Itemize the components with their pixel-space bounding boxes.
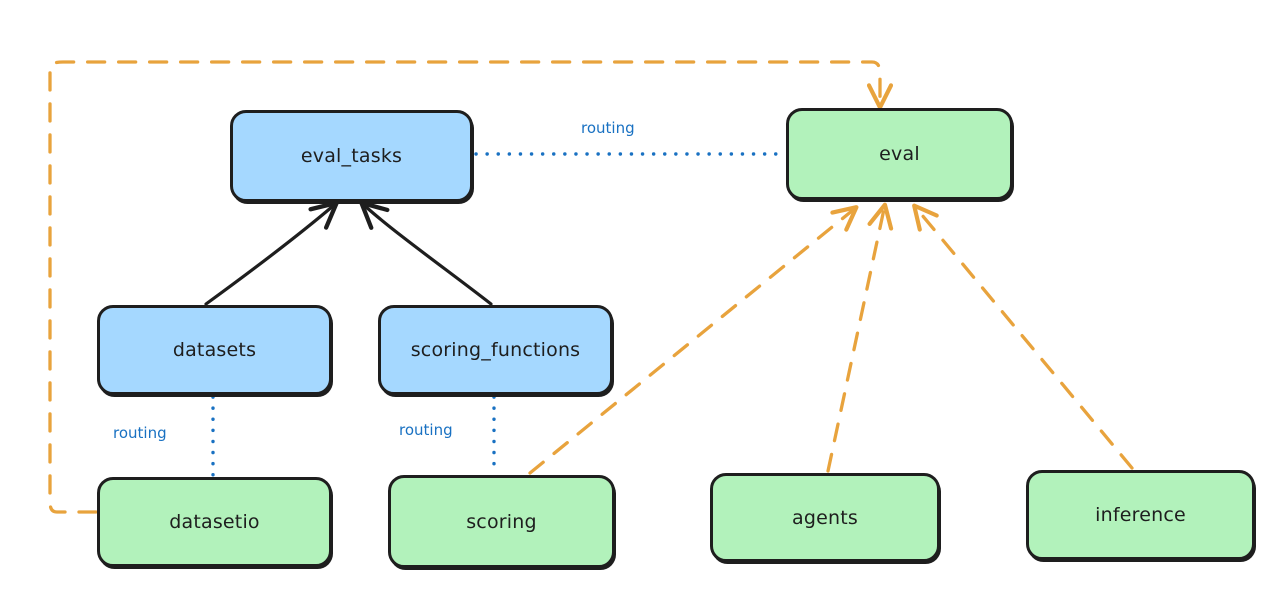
edge-agents-to-eval xyxy=(826,202,894,473)
node-label-inference: inference xyxy=(1095,504,1186,526)
node-eval[interactable]: eval xyxy=(786,108,1013,200)
edge-scoring-functions-to-eval-tasks xyxy=(359,200,493,306)
node-datasetio[interactable]: datasetio xyxy=(97,477,332,567)
node-label-scoring: scoring xyxy=(466,510,537,533)
edge-label-routing-eval-tasks-eval: routing xyxy=(578,119,638,137)
node-inference[interactable]: inference xyxy=(1026,470,1255,560)
node-label-eval-tasks: eval_tasks xyxy=(300,145,403,167)
node-label-scoring-functions: scoring_functions xyxy=(410,339,581,361)
edge-datasets-to-eval-tasks xyxy=(204,200,339,306)
node-label-datasets: datasets xyxy=(172,339,257,361)
node-eval-tasks[interactable]: eval_tasks xyxy=(230,110,473,202)
edge-scoring-to-eval xyxy=(528,205,859,475)
edge-inference-to-eval xyxy=(912,203,1134,470)
node-scoring[interactable]: scoring xyxy=(388,475,615,568)
edge-datasetio-to-eval xyxy=(48,60,894,514)
node-datasets[interactable]: datasets xyxy=(97,305,332,395)
edge-label-routing-scoring-functions-scoring: routing xyxy=(396,421,456,439)
node-scoring-functions[interactable]: scoring_functions xyxy=(378,305,613,395)
node-agents[interactable]: agents xyxy=(710,473,940,562)
node-label-eval: eval xyxy=(879,143,920,165)
edge-label-routing-datasets-datasetio: routing xyxy=(110,424,170,442)
node-label-datasetio: datasetio xyxy=(169,511,260,533)
node-label-agents: agents xyxy=(792,506,858,529)
